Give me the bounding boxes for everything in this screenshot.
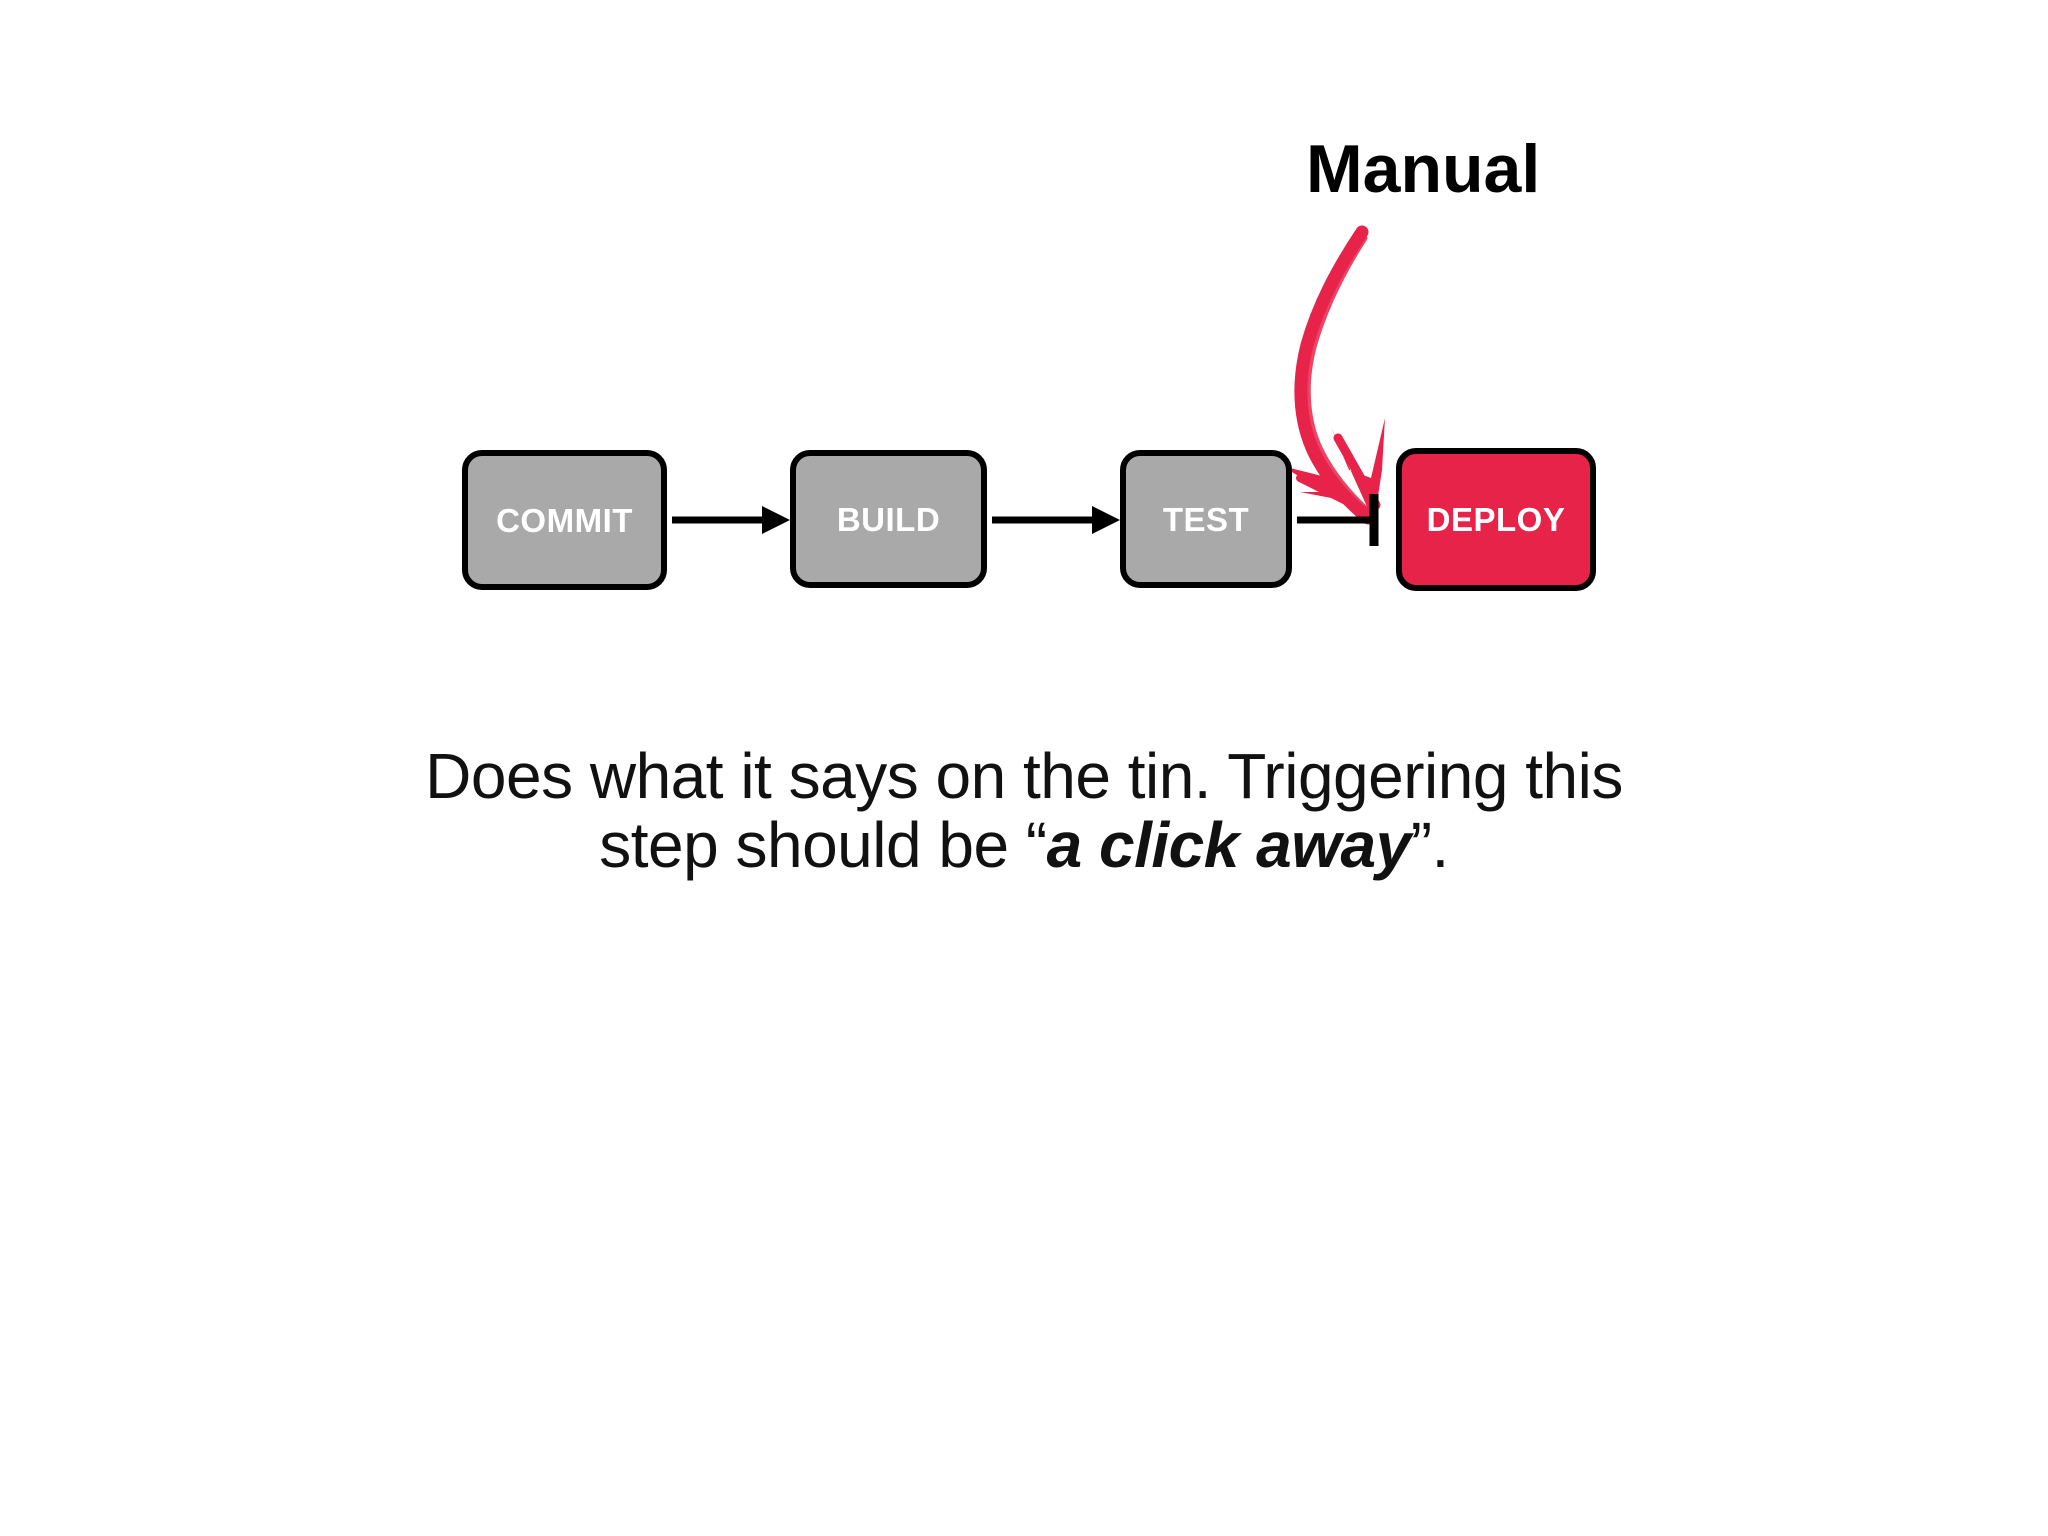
manual-annotation-label: Manual [1306,131,1541,207]
caption-line-2-suffix: ”. [1410,809,1450,882]
caption-line-2: step should be “a click away”. [274,811,1774,880]
slide-caption: Does what it says on the tin. Triggering… [274,740,1774,880]
stage-label-commit: COMMIT [496,501,633,539]
pipeline-stage-build[interactable]: BUILD [790,450,987,588]
stage-label-test: TEST [1162,500,1250,538]
pipeline-stage-commit[interactable]: COMMIT [462,450,667,590]
pipeline-stage-test[interactable]: TEST [1120,450,1292,588]
stage-label-build: BUILD [836,500,941,538]
caption-line-2-prefix: step should be “ [599,809,1047,882]
pipeline-stage-deploy[interactable]: DEPLOY [1396,448,1596,591]
stage-label-deploy: DEPLOY [1426,501,1566,538]
caption-emphasis: a click away [1046,809,1412,882]
caption-line-1: Does what it says on the tin. Triggering… [425,740,1623,812]
